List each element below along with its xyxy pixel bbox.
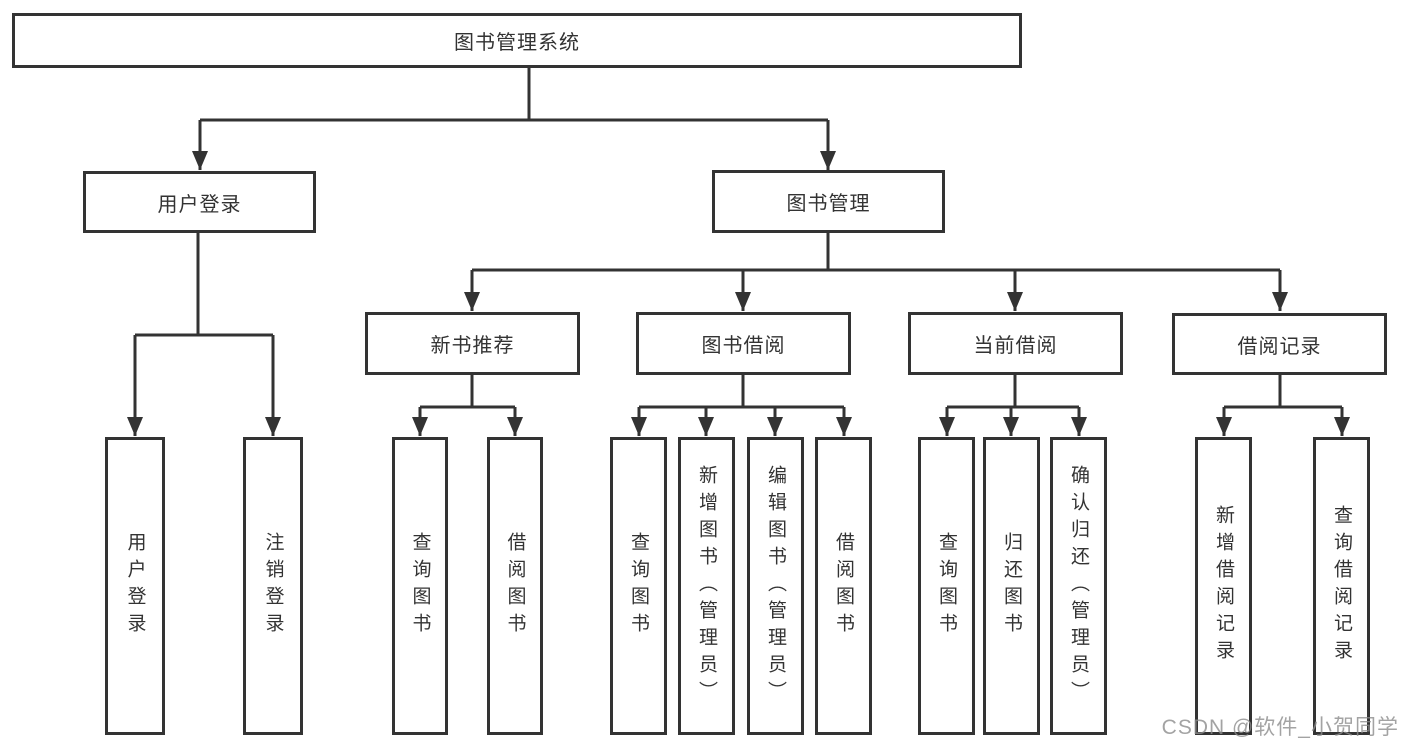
leaf-add-borrow-record: 新增借阅记录 <box>1195 437 1252 735</box>
leaf-borrow-books-borrow: 借阅图书 <box>815 437 872 735</box>
leaf-borrow-books-recommend: 借阅图书 <box>487 437 543 735</box>
leaf-query-books-recommend: 查询图书 <box>392 437 448 735</box>
leaf-confirm-return-admin: 确认归还（管理员） <box>1050 437 1107 735</box>
node-book-borrow: 图书借阅 <box>636 312 851 375</box>
node-library-management-system: 图书管理系统 <box>12 13 1022 68</box>
leaf-logout: 注销登录 <box>243 437 303 735</box>
leaf-user-login: 用户登录 <box>105 437 165 735</box>
leaf-query-borrow-record: 查询借阅记录 <box>1313 437 1370 735</box>
node-book-management: 图书管理 <box>712 170 945 233</box>
leaf-query-books-borrow: 查询图书 <box>610 437 667 735</box>
leaf-edit-book-admin: 编辑图书（管理员） <box>747 437 804 735</box>
leaf-add-book-admin: 新增图书（管理员） <box>678 437 735 735</box>
node-current-borrow: 当前借阅 <box>908 312 1123 375</box>
arrowhead-icons <box>127 151 1350 436</box>
node-user-login: 用户登录 <box>83 171 316 233</box>
node-new-book-recommend: 新书推荐 <box>365 312 580 375</box>
leaf-query-books-current: 查询图书 <box>918 437 975 735</box>
leaf-return-book: 归还图书 <box>983 437 1040 735</box>
csdn-watermark: CSDN @软件_小贺同学 <box>1161 716 1399 739</box>
node-borrow-records: 借阅记录 <box>1172 313 1387 375</box>
